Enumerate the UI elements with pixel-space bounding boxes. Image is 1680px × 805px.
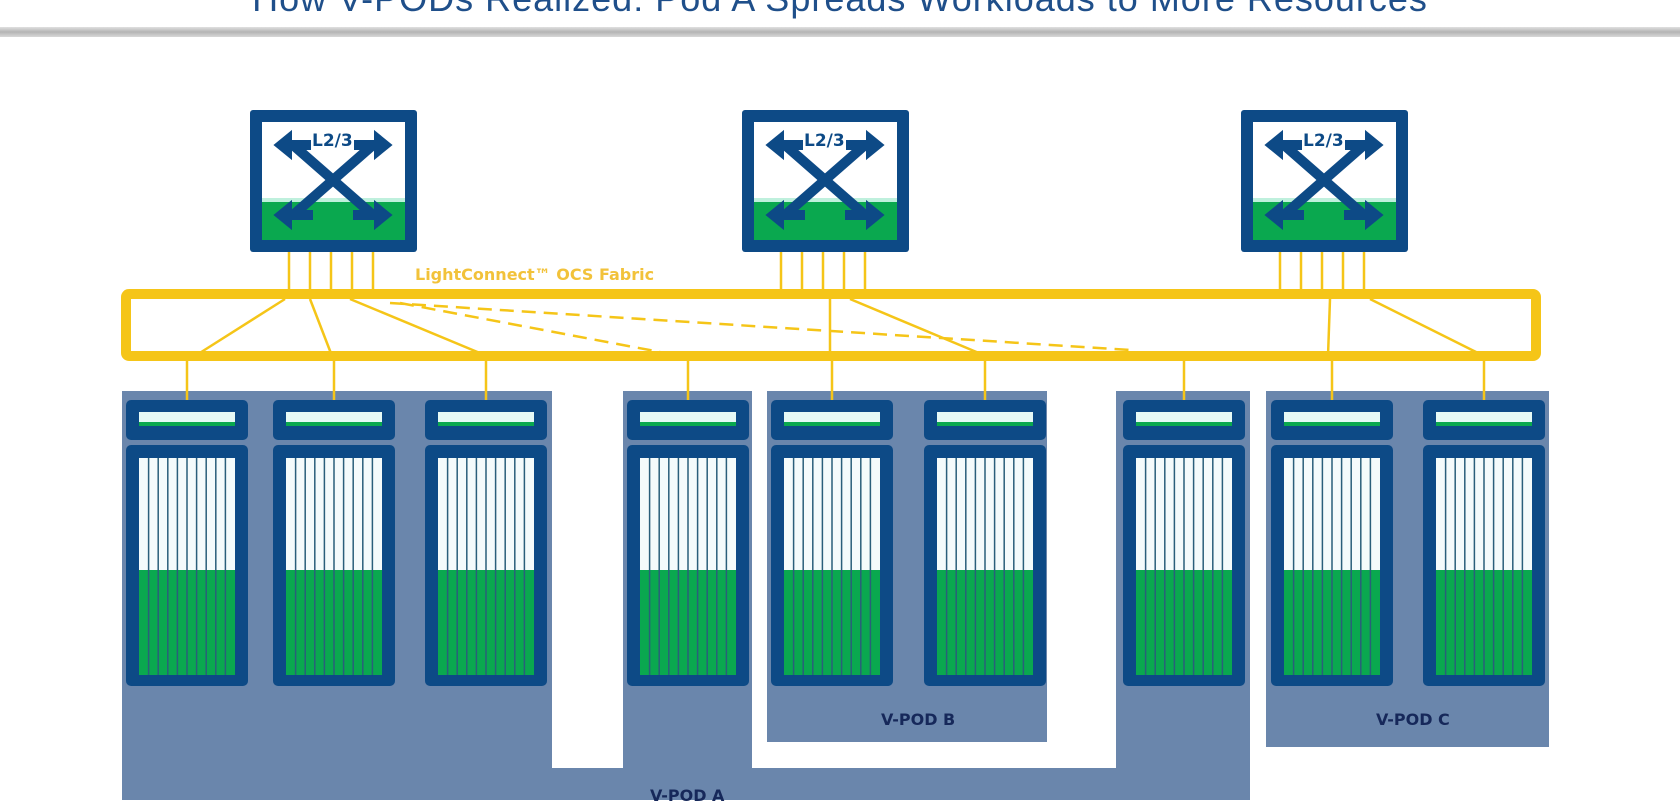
fabric-circuit (849, 297, 987, 358)
rack-top-indicator (1136, 412, 1232, 422)
server-rack (627, 400, 749, 686)
switch-arrows-icon (1264, 129, 1384, 231)
fabric-dashed-circuit (389, 301, 1131, 352)
fabric-circuit (308, 298, 334, 357)
fabric-dashed-circuit (399, 301, 661, 354)
rack-top-indicator (438, 412, 534, 422)
l23-switch (250, 110, 417, 252)
rack-top-indicator (1284, 412, 1380, 422)
title-divider (0, 27, 1680, 37)
l23-switch (742, 110, 909, 252)
vpod-b-label: V-POD B (881, 710, 956, 729)
server-rack (924, 400, 1046, 686)
switch-arrows-icon (765, 129, 885, 231)
switch-2-label: L2/3 (803, 131, 846, 151)
rack-top-indicator (784, 412, 880, 422)
server-rack (1271, 400, 1393, 686)
rack-top-indicator (139, 412, 235, 422)
slide-title: How V-PODs Realized: Pod A Spreads Workl… (0, 0, 1680, 20)
server-rack (771, 400, 893, 686)
vpod-a-label: V-POD A (650, 786, 725, 805)
fabric-circuit (194, 297, 286, 358)
server-rack (1423, 400, 1545, 686)
fabric-label: LightConnect™ OCS Fabric (415, 265, 655, 284)
rack-top-indicator (640, 412, 736, 422)
switch-1-label: L2/3 (311, 131, 354, 151)
ocs-fabric (121, 289, 1541, 361)
rack-top-indicator (286, 412, 382, 422)
switch-arrows-icon (273, 129, 393, 231)
rack-top-indicator (937, 412, 1033, 422)
server-rack (273, 400, 395, 686)
vpod-c-label: V-POD C (1376, 710, 1450, 729)
rack-top-indicator (1436, 412, 1532, 422)
l23-switch (1241, 110, 1408, 252)
server-rack (1123, 400, 1245, 686)
switch-3-label: L2/3 (1302, 131, 1345, 151)
fabric-circuit (1369, 297, 1485, 358)
fabric-circuit (1326, 298, 1332, 357)
server-rack (126, 400, 248, 686)
server-rack (425, 400, 547, 686)
fabric-circuit (349, 297, 488, 358)
